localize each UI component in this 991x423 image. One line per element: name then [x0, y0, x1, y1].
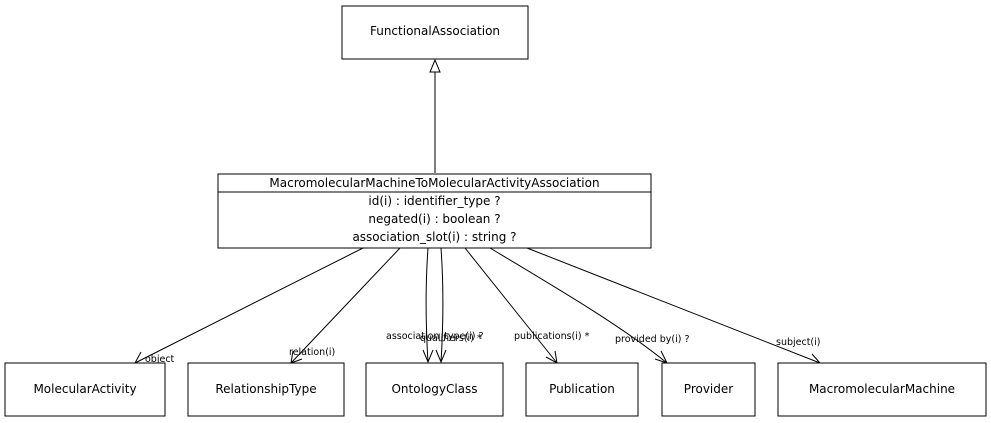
class-name-macromolecular-machine: MacromolecularMachine	[809, 382, 955, 396]
class-publication[interactable]: Publication	[525, 362, 639, 417]
edge-label-provided-by: provided by(i) ?	[615, 334, 690, 345]
association-edge-association-type: association_type(i) ?	[386, 247, 484, 364]
edge-label-association-type: association_type(i) ?	[386, 331, 484, 342]
class-name-main: MacromolecularMachineToMolecularActivity…	[269, 176, 599, 190]
edge-label-object: object	[145, 354, 175, 365]
open-arrowhead-icon	[435, 349, 447, 364]
class-name-provider: Provider	[684, 382, 733, 396]
class-ontology-class[interactable]: OntologyClass	[365, 362, 504, 417]
class-main[interactable]: MacromolecularMachineToMolecularActivity…	[217, 173, 652, 249]
class-name-publication: Publication	[549, 382, 615, 396]
association-edge-provided-by: provided by(i) ?	[489, 247, 690, 364]
generalization-edge	[429, 58, 441, 173]
class-name-functional-association: FunctionalAssociation	[370, 24, 500, 38]
class-provider[interactable]: Provider	[661, 362, 756, 417]
edge-label-publications: publications(i) *	[514, 331, 590, 342]
class-molecular-activity[interactable]: MolecularActivity	[4, 362, 166, 417]
attribute-id: id(i) : identifier_type ?	[368, 194, 500, 208]
attribute-association-slot: association_slot(i) : string ?	[352, 230, 516, 244]
edge-label-subject: subject(i)	[776, 337, 821, 348]
edge-label-relation: relation(i)	[289, 347, 335, 358]
class-relationship-type[interactable]: RelationshipType	[187, 362, 345, 417]
association-edge-subject: subject(i)	[526, 247, 822, 365]
class-macromolecular-machine[interactable]: MacromolecularMachine	[777, 362, 987, 417]
attribute-negated: negated(i) : boolean ?	[368, 212, 500, 226]
class-functional-association[interactable]: FunctionalAssociation	[341, 5, 529, 60]
hollow-triangle-arrowhead-icon	[429, 58, 441, 73]
class-name-molecular-activity: MolecularActivity	[33, 382, 136, 396]
association-edge-qualifiers: qualifiers(i) *	[420, 247, 482, 364]
open-arrowhead-icon	[422, 349, 434, 364]
edge-label-qualifiers: qualifiers(i) *	[420, 333, 482, 344]
class-name-relationship-type: RelationshipType	[215, 382, 316, 396]
association-edge-relation: relation(i)	[289, 247, 401, 364]
class-name-ontology-class: OntologyClass	[391, 382, 477, 396]
